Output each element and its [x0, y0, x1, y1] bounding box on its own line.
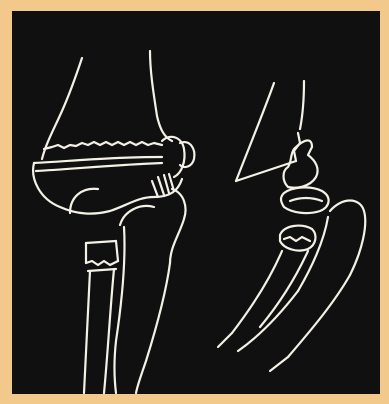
- panel-background: [12, 11, 380, 394]
- line-drawing-panel: [12, 11, 380, 394]
